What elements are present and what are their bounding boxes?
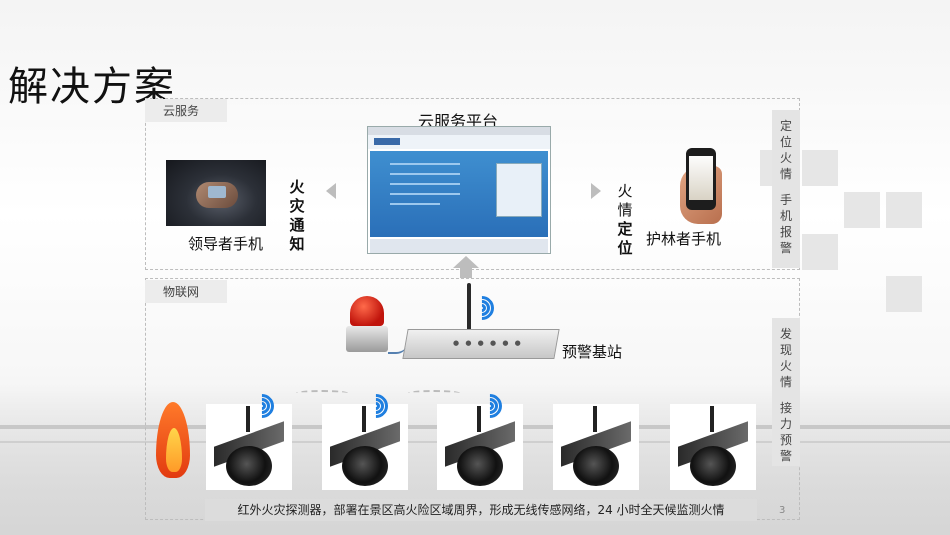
detector-image bbox=[322, 404, 408, 490]
side-panel-locate-alarm: 定位火情 手机报警 bbox=[772, 110, 800, 268]
detector-description: 红外火灾探测器，部署在景区高火险区域周界，形成无线传感网络，24 小时全天候监测… bbox=[205, 499, 757, 521]
side-panel-detect-relay: 发现火情 接力预警 bbox=[772, 318, 800, 466]
relay-arrow bbox=[296, 390, 348, 396]
wifi-icon bbox=[245, 388, 279, 423]
ranger-phone-caption: 护林者手机 bbox=[646, 230, 722, 248]
leader-phone-caption: 领导者手机 bbox=[188, 235, 264, 253]
cloud-platform-screenshot bbox=[367, 126, 551, 254]
background-grid bbox=[740, 140, 950, 340]
leader-phone-image bbox=[166, 160, 266, 226]
fire-locate-label: 火情定位 bbox=[617, 182, 633, 257]
cloud-section-label: 云服务 bbox=[145, 99, 227, 122]
alarm-light-image bbox=[338, 294, 408, 366]
arrow-left-icon bbox=[326, 183, 336, 199]
station-caption: 预警基站 bbox=[562, 343, 623, 361]
flame-icon bbox=[152, 402, 192, 480]
wifi-icon bbox=[473, 388, 507, 423]
iot-section-label: 物联网 bbox=[145, 280, 227, 303]
wifi-icon bbox=[359, 388, 393, 423]
detector-image bbox=[670, 404, 756, 490]
base-station-image: ● ● ● ● ● ● bbox=[402, 283, 560, 369]
page-number: 3 bbox=[779, 505, 786, 516]
wifi-icon bbox=[465, 290, 499, 325]
detector-image bbox=[553, 404, 639, 490]
relay-arrow bbox=[408, 390, 460, 396]
detector-image bbox=[437, 404, 523, 490]
fire-notify-label: 火灾通知 bbox=[289, 178, 305, 253]
detector-image bbox=[206, 404, 292, 490]
ranger-phone-image bbox=[680, 148, 726, 224]
arrow-right-icon bbox=[591, 183, 601, 199]
